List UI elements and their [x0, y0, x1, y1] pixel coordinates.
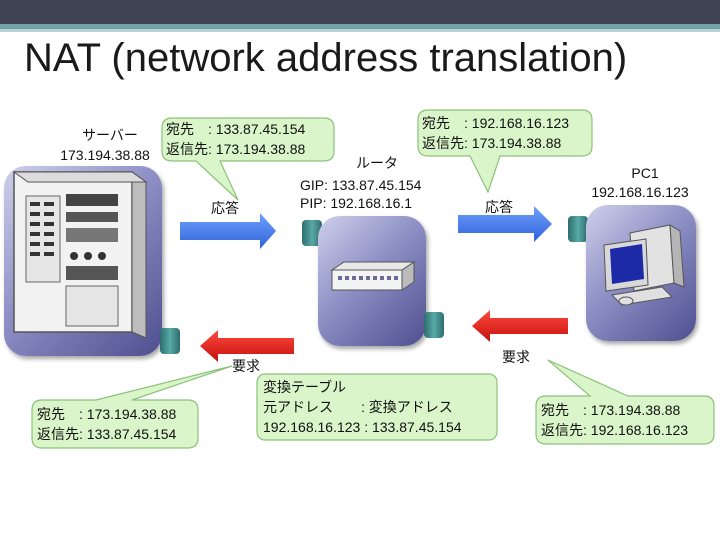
- request-label-left: 要求: [232, 358, 260, 374]
- bubble-bottom-right: [535, 359, 715, 445]
- bubble-top-right-line1: 宛先 : 192.168.16.123: [422, 115, 570, 131]
- server-pipe: [160, 328, 180, 354]
- router-pip: PIP: 192.168.16.1: [300, 195, 413, 211]
- slide-title: NAT (network address translation): [24, 36, 628, 80]
- bubble-bottom-left-text: 宛先 : 173.194.38.88 返信先: 133.87.45.154: [37, 404, 176, 444]
- header-stripe-light: [0, 29, 720, 32]
- server-icon: [12, 171, 148, 339]
- bubble-top-left: [161, 117, 335, 201]
- server-ip: 173.194.38.88: [60, 147, 150, 163]
- request-label-right: 要求: [502, 349, 530, 365]
- pc-ip: 192.168.16.123: [591, 184, 689, 200]
- bubble-bottom-right-text: 宛先 : 173.194.38.88 返信先: 192.168.16.123: [541, 400, 688, 440]
- router-pipe-right: [424, 312, 444, 338]
- bubble-bottom-right-line2: 返信先: 192.168.16.123: [541, 422, 689, 438]
- response-label-left: 応答: [211, 200, 239, 216]
- pc-pipe: [568, 216, 588, 242]
- bubble-top-left-line1: 宛先 : 133.87.45.154: [166, 121, 306, 137]
- pc-device[interactable]: [586, 205, 696, 341]
- response-arrow-left: [180, 213, 276, 249]
- header-stripe: [0, 24, 720, 29]
- bubble-top-right: [417, 109, 593, 194]
- router-icon: [330, 261, 416, 291]
- header-band: [0, 0, 720, 24]
- router-name: ルータ: [356, 155, 398, 171]
- router-gip: GIP: 133.87.45.154: [300, 177, 422, 193]
- router-device[interactable]: [318, 216, 426, 346]
- bubble-top-left-line2: 返信先: 173.194.38.88: [166, 141, 306, 157]
- bubble-bottom-left-line1: 宛先 : 173.194.38.88: [37, 406, 177, 422]
- bubble-bottom-left: [31, 365, 233, 449]
- bubble-top-right-line2: 返信先: 173.194.38.88: [422, 135, 562, 151]
- conversion-table-title: 変換テーブル: [263, 379, 347, 395]
- conversion-table-text: 変換テーブル 元アドレス : 変換アドレス 192.168.16.123 : 1…: [263, 377, 462, 437]
- bubble-bottom-right-line1: 宛先 : 173.194.38.88: [541, 402, 681, 418]
- request-arrow-right: [472, 310, 568, 342]
- server-name: サーバー: [82, 127, 138, 143]
- bubble-bottom-left-line2: 返信先: 133.87.45.154: [37, 426, 177, 442]
- request-arrow-left: [200, 330, 294, 362]
- pc-icon: [603, 224, 685, 306]
- conversion-table-row: 192.168.16.123 : 133.87.45.154: [263, 419, 462, 435]
- conversion-table-header: 元アドレス : 変換アドレス: [263, 399, 453, 415]
- conversion-table-box: [256, 373, 498, 441]
- server-device[interactable]: [4, 166, 162, 356]
- bubble-top-right-text: 宛先 : 192.168.16.123 返信先: 173.194.38.88: [422, 113, 569, 153]
- router-pipe-left: [302, 220, 322, 246]
- pc-name: PC1: [631, 165, 659, 181]
- response-label-right: 応答: [485, 199, 513, 215]
- response-arrow-right: [458, 206, 552, 242]
- bubble-top-left-text: 宛先 : 133.87.45.154 返信先: 173.194.38.88: [166, 119, 305, 159]
